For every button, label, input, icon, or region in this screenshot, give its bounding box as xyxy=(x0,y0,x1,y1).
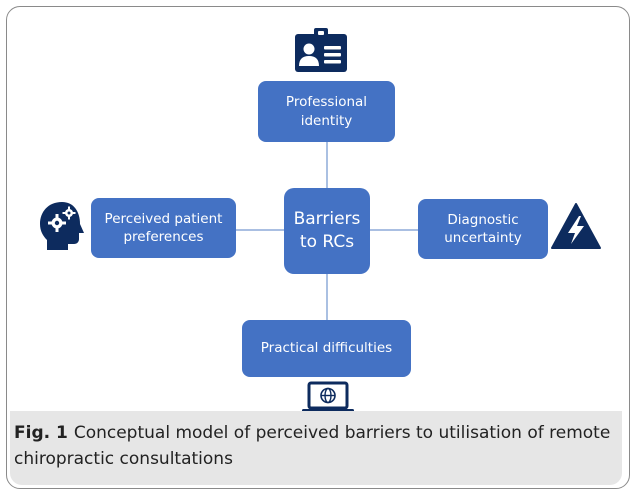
node-perceived-patient-preferences: Perceived patient preferences xyxy=(91,198,236,258)
head-gears-icon xyxy=(40,202,84,250)
lightning-warning-icon xyxy=(551,203,601,249)
node-barriers-to-rcs: Barriers to RCs xyxy=(284,188,370,274)
node-professional-identity: Professional identity xyxy=(258,81,395,142)
node-diagnostic-uncertainty: Diagnostic uncertainty xyxy=(418,199,548,259)
figure-caption-text: Conceptual model of perceived barriers t… xyxy=(14,423,611,469)
id-card-icon xyxy=(295,28,347,72)
figure-label: Fig. 1 xyxy=(14,423,68,443)
node-practical-difficulties: Practical difficulties xyxy=(242,320,411,377)
